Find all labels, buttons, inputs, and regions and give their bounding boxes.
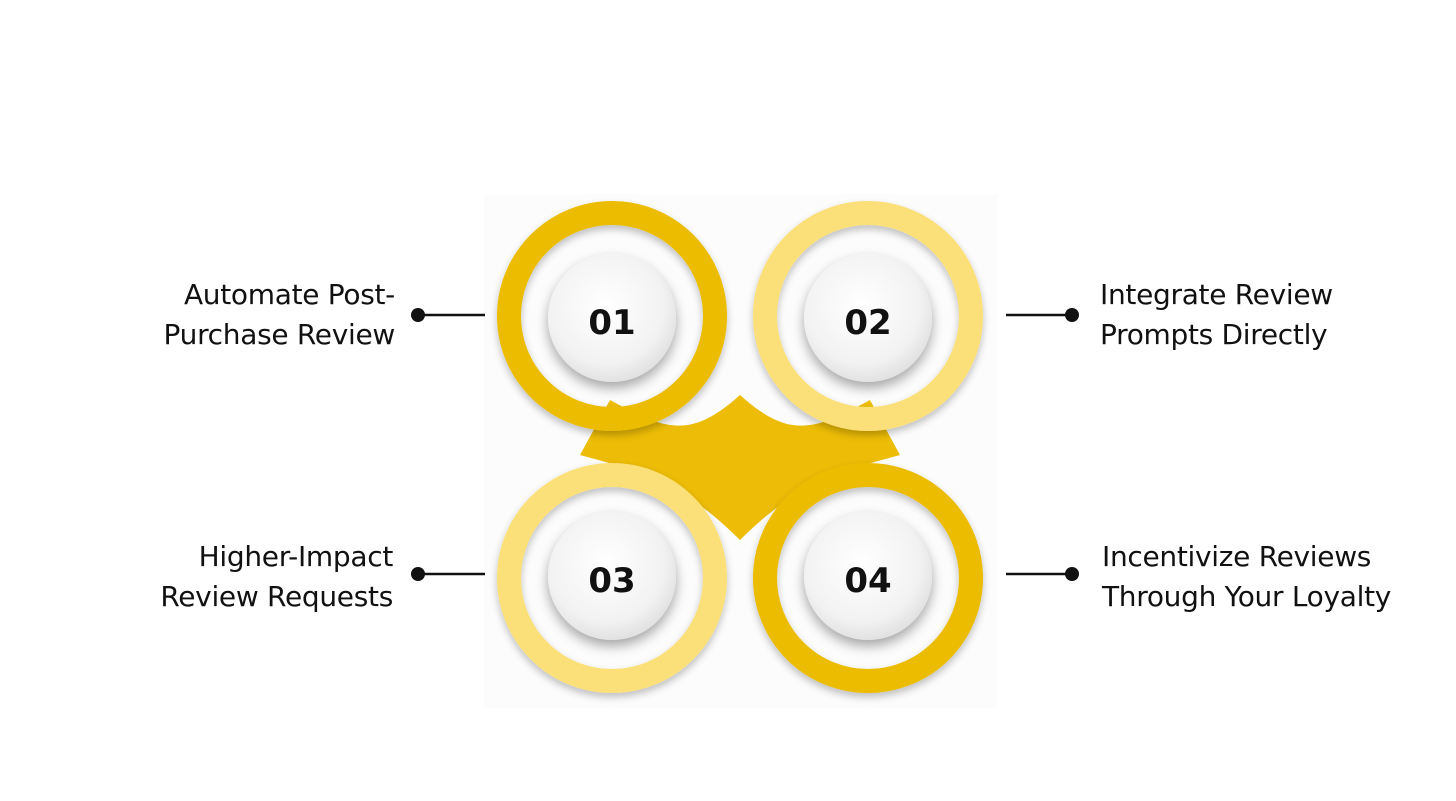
step-label-03: Higher-Impact Review Requests bbox=[160, 537, 393, 617]
step-label-02-line2: Prompts Directly bbox=[1100, 318, 1328, 351]
step-label-04-line1: Incentivize Reviews bbox=[1102, 540, 1372, 573]
step-label-03-line1: Higher-Impact bbox=[198, 540, 394, 573]
step-label-03-line2: Review Requests bbox=[160, 580, 393, 613]
connectors bbox=[411, 308, 1079, 581]
step-label-02: Integrate Review Prompts Directly bbox=[1100, 275, 1333, 355]
step-label-01: Automate Post- Purchase Review bbox=[163, 275, 396, 355]
step-button-04[interactable] bbox=[804, 512, 932, 640]
connector-dot-02 bbox=[1065, 308, 1079, 322]
ring-04 bbox=[753, 463, 983, 693]
step-number-01: 01 bbox=[588, 303, 635, 343]
ring-03 bbox=[497, 463, 727, 693]
step-number-04: 04 bbox=[844, 561, 891, 601]
step-number-02: 02 bbox=[844, 303, 891, 343]
step-label-04: Incentivize Reviews Through Your Loyalty bbox=[1102, 537, 1391, 617]
connector-dot-03 bbox=[411, 567, 425, 581]
step-button-02[interactable] bbox=[804, 254, 932, 382]
step-number-03: 03 bbox=[588, 561, 635, 601]
connector-dot-04 bbox=[1065, 567, 1079, 581]
step-label-02-line1: Integrate Review bbox=[1100, 278, 1333, 311]
rings bbox=[497, 201, 983, 693]
ring-02 bbox=[753, 201, 983, 431]
step-button-03[interactable] bbox=[548, 512, 676, 640]
connector-dot-01 bbox=[411, 308, 425, 322]
step-label-04-line2: Through Your Loyalty bbox=[1102, 580, 1392, 613]
step-label-01-line1: Automate Post- bbox=[183, 278, 395, 311]
center-core-shape bbox=[580, 395, 900, 540]
step-buttons bbox=[548, 254, 932, 640]
step-label-01-line2: Purchase Review bbox=[163, 318, 396, 351]
ring-01 bbox=[497, 201, 727, 431]
step-button-01[interactable] bbox=[548, 254, 676, 382]
